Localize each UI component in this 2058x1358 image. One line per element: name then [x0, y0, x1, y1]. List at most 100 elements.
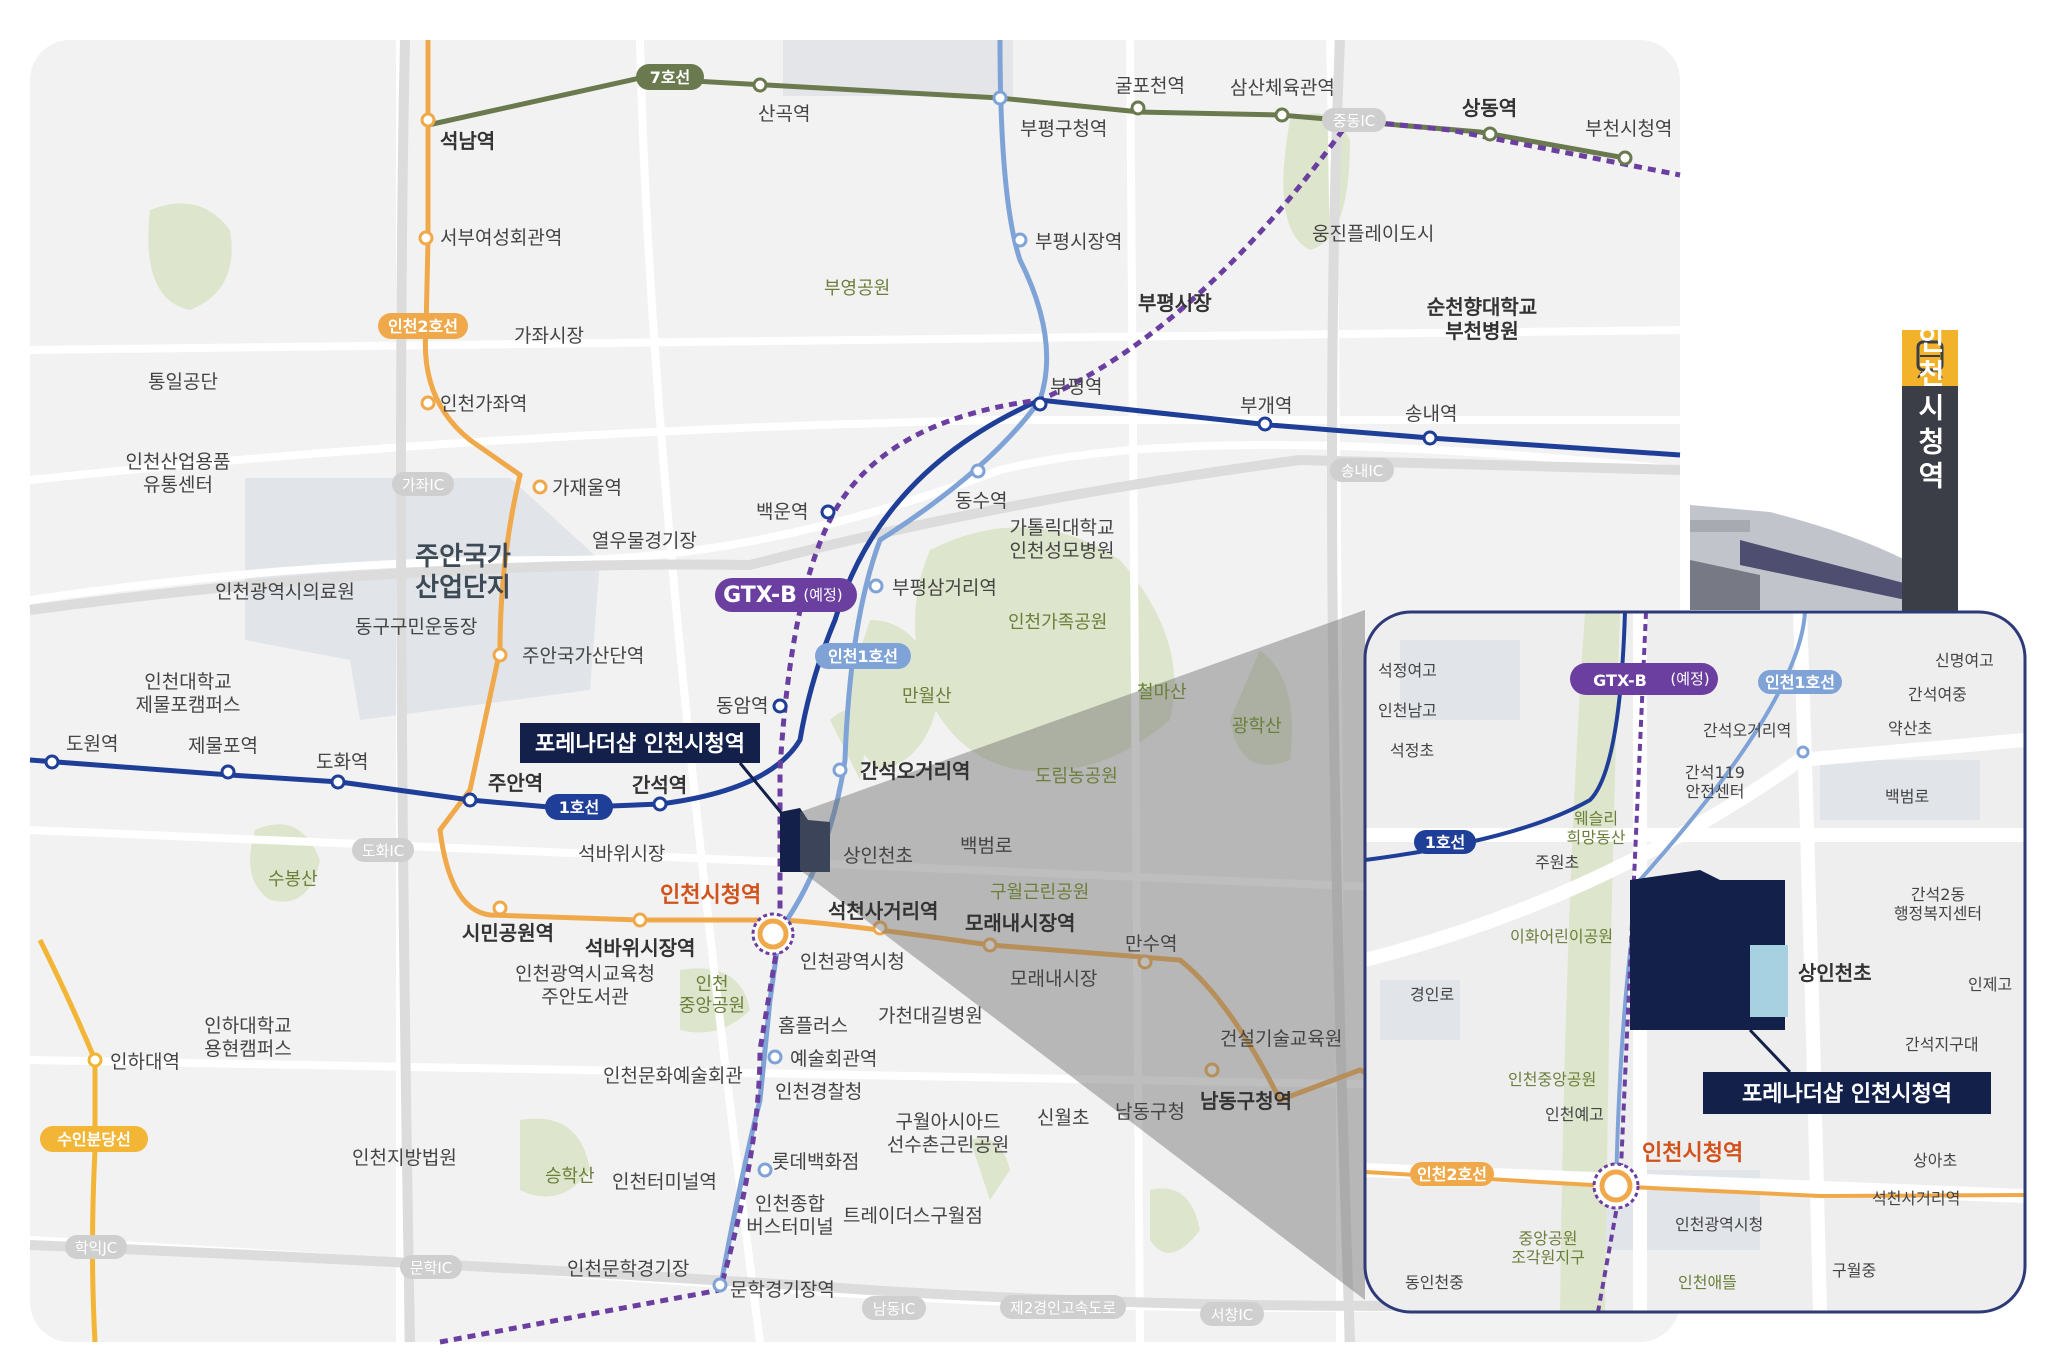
inset-incheon-jeil: 인제고 — [1968, 975, 2012, 994]
station-moraenae: 모래내시장역 — [965, 911, 1075, 935]
namdong-ic-label: 남동IC — [873, 1300, 916, 1318]
inset-baekbeom: 백범로 — [1885, 787, 1929, 806]
station-labels: 석남역 서부여성회관역 인천가좌역 가재울역 주안국가산단역 주안역 간석역 도… — [66, 75, 1672, 1301]
line1-pill-label: 1호선 — [559, 798, 600, 817]
inset-gtxb-note: (예정) — [1670, 670, 1709, 688]
inset-seokchon: 석천사거리역 — [1872, 1189, 1960, 1208]
inset-seokjeong-girls: 석정여고 — [1378, 661, 1437, 680]
place-seunghaksan: 승학산 — [545, 1166, 595, 1187]
station-namdong: 남동구청역 — [1200, 1089, 1292, 1113]
station-dongam: 동암역 — [716, 695, 768, 717]
place-gachon: 가천대길병원 — [878, 1005, 983, 1027]
place-water: 열우물경기장 — [592, 530, 697, 552]
inset-yaksan: 약산초 — [1888, 719, 1932, 738]
station-title-badge: 인천시청역 — [1902, 325, 1958, 616]
station-jemulpo: 제물포역 — [188, 735, 258, 757]
place-seokbawi-market: 석바위시장 — [578, 843, 665, 865]
inset-incheon2-label: 인천2호선 — [1417, 1165, 1487, 1184]
haegwan-jc-label: 학익JC — [75, 1239, 118, 1257]
inset-juwon: 주원초 — [1535, 853, 1579, 872]
cityhall-transfer-node — [757, 918, 789, 950]
place-donggu: 동구구민운동장 — [355, 616, 477, 638]
inset-site-label: 포레나더샵 인천시청역 — [1742, 1082, 1952, 1107]
expressway-label: 제2경인고속도로 — [1010, 1299, 1116, 1317]
inset-incheon-nam: 인천남고 — [1378, 701, 1437, 720]
station-seoknam: 석남역 — [440, 129, 495, 153]
place-bupyeong-market: 부평시장 — [1138, 291, 1212, 315]
station-ganseok: 간석역 — [632, 773, 687, 797]
industrial-zone — [245, 478, 600, 720]
gtx-b-line — [439, 117, 1681, 1345]
inset-dongin: 동인천중 — [1405, 1273, 1464, 1292]
inset-sangah: 상아초 — [1913, 1151, 1957, 1170]
station-baegun: 백운역 — [756, 501, 808, 523]
ic-pills: 가좌IC 도화IC 학익JC 문학IC 남동IC 서창IC 송내IC 중동IC … — [65, 108, 1394, 1326]
inset-geumgok: 경인로 — [1410, 985, 1454, 1004]
inset-central-park: 인천중앙공원 — [1508, 1070, 1596, 1089]
inset-ganseok5: 간석오거리역 — [1703, 721, 1791, 740]
dohwa-ic-label: 도화IC — [362, 842, 405, 860]
station-bupyeonggu: 부평구청역 — [1020, 118, 1107, 140]
place-baekbeom: 백범로 — [960, 835, 1012, 857]
place-dorim: 도림농공원 — [1035, 766, 1118, 787]
station-simin: 시민공원역 — [462, 921, 554, 945]
inset-incheon1-label: 인천1호선 — [1765, 673, 1835, 692]
place-police: 인천경찰청 — [775, 1081, 862, 1103]
inset-seokjeong-elem: 석정초 — [1390, 741, 1434, 760]
inset-cityhall-stn: 인천시청역 — [1642, 1141, 1743, 1166]
inset-sinmyeong: 신명여고 — [1935, 651, 1994, 670]
gajwa-ic-label: 가좌IC — [402, 476, 445, 494]
station-samsan: 삼산체육관역 — [1230, 77, 1335, 99]
station-sangdong: 상동역 — [1462, 96, 1517, 120]
place-ujin: 웅진플레이도시 — [1312, 223, 1434, 245]
place-sinwol: 신월초 — [1037, 1107, 1089, 1129]
incheon1-pill-label: 인천1호선 — [828, 647, 898, 666]
station-bupyeong3: 부평삼거리역 — [892, 577, 997, 599]
line-1 — [29, 397, 1681, 811]
station-seokchon: 석천사거리역 — [828, 899, 938, 923]
site-callout-box — [520, 723, 760, 763]
station-terminal: 인천터미널역 — [612, 1171, 717, 1193]
station-ganseok5: 간석오거리역 — [860, 759, 970, 783]
seochang-ic-label: 서창IC — [1211, 1306, 1254, 1324]
train-illustration — [1690, 505, 1940, 610]
place-subongsan: 수봉산 — [268, 869, 318, 890]
place-construction: 건설기술교육원 — [1220, 1028, 1342, 1050]
place-culture: 인천문화예술회관 — [603, 1065, 743, 1087]
inset-incheon-aepul: 인천애뜰 — [1678, 1273, 1737, 1292]
place-family-park: 인천가족공원 — [1008, 612, 1107, 633]
station-dongsu: 동수역 — [955, 490, 1007, 512]
gtxb-pill-label: GTX-B — [723, 583, 797, 608]
gtxb-pill-note: (예정) — [803, 586, 842, 604]
incheon-line-1 — [717, 39, 1050, 1291]
incheon2-pill-label: 인천2호선 — [388, 317, 458, 336]
inset-line1-label: 1호선 — [1425, 833, 1466, 852]
place-lotte: 롯데백화점 — [772, 1151, 859, 1173]
park-areas — [148, 113, 1350, 1253]
inset-gtxb-label: GTX-B — [1593, 671, 1647, 690]
incheon-line-2 — [422, 40, 1382, 1104]
place-tongil: 통일공단 — [148, 371, 218, 393]
inset-incheon-high: 인천예고 — [1545, 1105, 1604, 1124]
place-manwolsan: 만월산 — [902, 686, 952, 707]
line7-pill-label: 7호선 — [650, 68, 691, 87]
station-bupyeongsijang: 부평시장역 — [1035, 231, 1122, 253]
site-callout-leader — [738, 762, 785, 816]
place-munhak-stadium: 인천문학경기장 — [567, 1258, 689, 1280]
station-bugae: 부개역 — [1240, 395, 1292, 417]
place-gwanghaksan: 광학산 — [1232, 716, 1282, 737]
expressway — [29, 39, 1681, 1343]
munhak-ic-label: 문학IC — [410, 1259, 453, 1277]
jungdong-ic-label: 중동IC — [1333, 112, 1376, 130]
station-cityhall: 인천시청역 — [660, 883, 761, 908]
songnae-ic-label: 송내IC — [1341, 462, 1384, 480]
station-seobu: 서부여성회관역 — [440, 227, 562, 249]
place-cityhall-bldg: 인천광역시청 — [800, 951, 905, 973]
